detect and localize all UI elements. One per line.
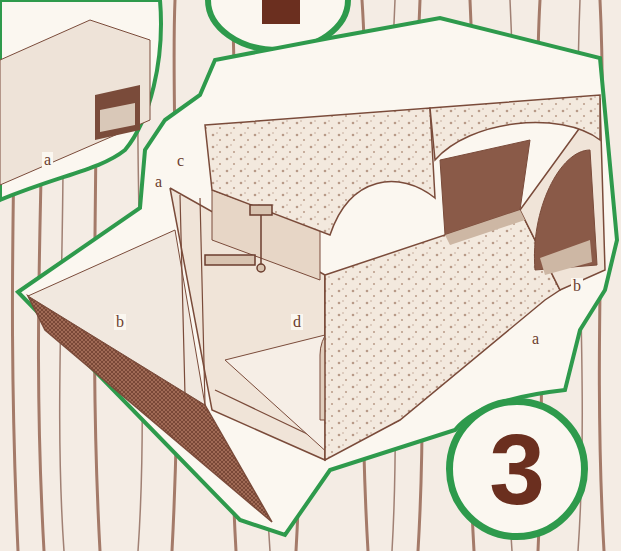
part-letter: c (175, 153, 186, 169)
part-letter: a (42, 152, 53, 168)
step-number-circle: 3 (446, 398, 588, 540)
step-number: 3 (489, 419, 545, 519)
part-letter: b (114, 314, 126, 330)
part-letter: d (291, 314, 303, 330)
part-letter: a (153, 174, 164, 190)
part-letter: b (571, 278, 583, 294)
part-letter: a (530, 331, 541, 347)
